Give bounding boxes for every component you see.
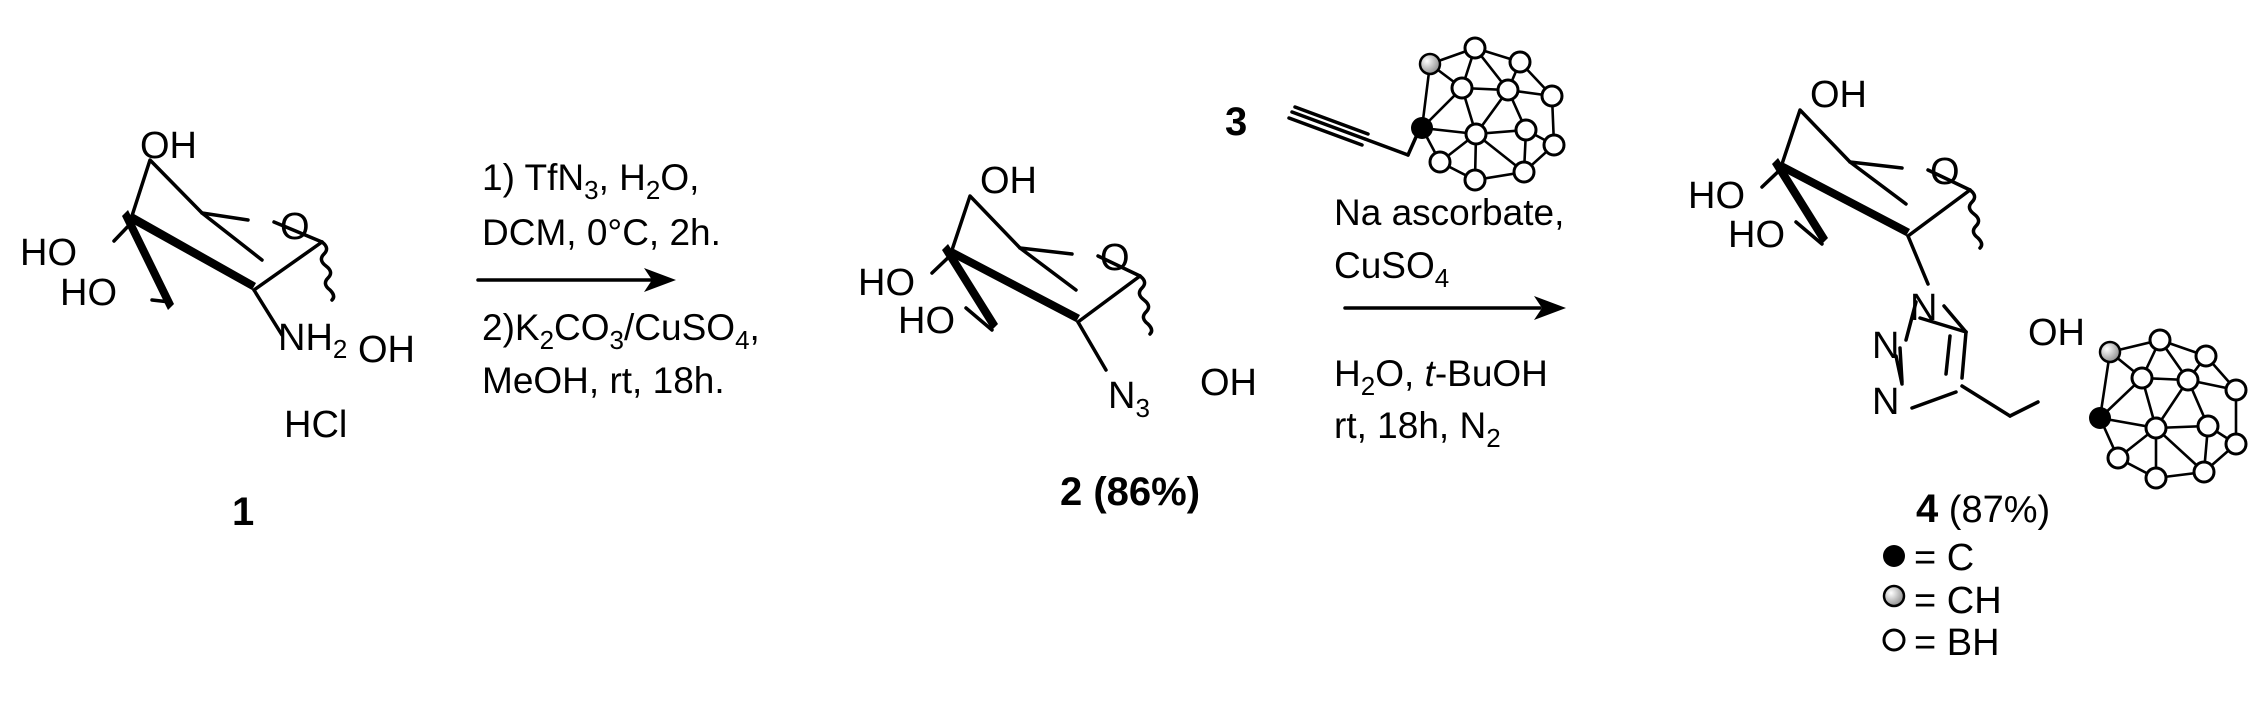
compound-2-bonds <box>930 194 1154 372</box>
c4-ho-lower-label: HO <box>1728 214 1785 256</box>
c1-ho-lower-label: HO <box>60 272 117 314</box>
carborane-bh-vertex <box>2224 432 2248 456</box>
compound-4-bonds <box>1760 108 2040 418</box>
carborane-bh-vertex <box>1428 150 1452 174</box>
reagent-3-number: 3 <box>1225 100 1247 144</box>
compound-2: OH O HO HO N3 OH 2 (86%) <box>858 160 1257 514</box>
c1-salt-label: HCl <box>284 404 347 446</box>
compound-4: OH O HO HO N N N OH <box>1688 74 2248 531</box>
compound-4-atoms: OH O HO HO N N N OH <box>1688 74 2085 423</box>
c1-ho-upper-label: HO <box>20 232 77 274</box>
compound-1-atoms: OH O HO HO NH2 OH HCl <box>20 125 415 446</box>
carborane-ch-vertex <box>1418 52 1442 76</box>
compound-1-bonds <box>112 158 336 337</box>
carborane-bh-vertex <box>2196 414 2220 438</box>
c4-n3-label: N <box>1872 381 1899 423</box>
step-1-condition-line-1: 1) TfN3, H2O, <box>482 157 699 205</box>
legend-bh-label: = BH <box>1914 622 2000 664</box>
step-2-condition-above-2: CuSO4 <box>1334 245 1449 293</box>
legend-c-label: = C <box>1914 537 1974 579</box>
c4-n2-label: N <box>1872 325 1899 367</box>
carborane-bh-vertex <box>2224 378 2248 402</box>
c1-ring-o-label: O <box>280 206 310 248</box>
legend-ch-symbol <box>1882 584 1906 608</box>
compound-4-number-label: 4 (87%) <box>1916 487 2050 531</box>
carborane-bh-vertex <box>2194 344 2218 368</box>
legend-bh-symbol <box>1882 628 1906 652</box>
step-1-condition-line-3: 2)K2CO3/CuSO4, <box>482 307 760 355</box>
carborane-bh-vertex <box>1464 122 1488 146</box>
c4-oh-anomeric-label: OH <box>2028 312 2085 354</box>
carborane-bh-vertex <box>1514 118 1538 142</box>
step-1-condition-line-2: DCM, 0°C, 2h. <box>482 212 721 253</box>
carborane-c-vertex <box>2089 407 2111 429</box>
legend-ch-label: = CH <box>1914 580 2002 622</box>
carborane-bh-vertex <box>1496 78 1520 102</box>
compound-1-number: 1 <box>232 490 254 534</box>
c1-oh-anomeric-label: OH <box>358 329 415 371</box>
step-2-arrow <box>1343 296 1566 320</box>
step-1: 1) TfN3, H2O, DCM, 0°C, 2h. 2)K2CO3/CuSO… <box>476 157 760 401</box>
compound-4-number: 4 <box>1916 487 1939 531</box>
c2-ring-o-label: O <box>1100 237 1130 279</box>
reagent-3-propargyl-bonds <box>1287 105 1422 157</box>
c4-oh-top-label: OH <box>1810 74 1867 116</box>
c4-n1-label: N <box>1910 287 1937 329</box>
c4-ring-o-label: O <box>1930 151 1960 193</box>
legend-c-symbol <box>1883 545 1905 567</box>
step-2: 3 <box>1225 36 1566 453</box>
carborane-bh-vertex <box>1542 133 1566 157</box>
carborane-bh-vertex <box>1450 76 1474 100</box>
c4-ho-upper-label: HO <box>1688 175 1745 217</box>
compound-1: OH O HO HO NH2 OH HCl 1 <box>20 125 415 534</box>
step-2-condition-below-1: H2O, t-BuOH <box>1334 353 1548 401</box>
compound-4-carborane <box>2089 328 2248 490</box>
step-1-arrow <box>476 268 676 292</box>
carborane-bh-vertex <box>1508 50 1532 74</box>
carborane-c-vertex <box>1411 117 1433 139</box>
carborane-bh-vertex <box>1512 160 1536 184</box>
c2-n3-label: N3 <box>1108 375 1150 423</box>
carborane-bh-vertex <box>2144 416 2168 440</box>
carborane-bh-vertex <box>1463 168 1487 192</box>
atom-legend: = C = CH = BH <box>1882 537 2002 664</box>
c2-ho-upper-label: HO <box>858 262 915 304</box>
step-2-condition-above-1: Na ascorbate, <box>1334 192 1564 233</box>
carborane-bh-vertex <box>2192 460 2216 484</box>
carborane-bh-vertex <box>1540 84 1564 108</box>
carborane-bh-vertex <box>2130 366 2154 390</box>
c2-oh-anomeric-label: OH <box>1200 362 1257 404</box>
compound-2-atoms: OH O HO HO N3 OH <box>858 160 1257 423</box>
carborane-bh-vertex <box>1463 36 1487 60</box>
step-2-condition-below-2: rt, 18h, N2 <box>1334 405 1501 453</box>
carborane-bh-vertex <box>2148 328 2172 352</box>
carborane-ch-vertex <box>2098 340 2122 364</box>
carborane-bh-vertex <box>2176 368 2200 392</box>
compound-4-yield: (87%) <box>1938 489 2050 531</box>
carborane-bh-vertex <box>2106 446 2130 470</box>
c2-ho-lower-label: HO <box>898 300 955 342</box>
c1-oh-top-label: OH <box>140 125 197 167</box>
c2-oh-top-label: OH <box>980 160 1037 202</box>
step-1-condition-line-4: MeOH, rt, 18h. <box>482 360 725 401</box>
reagent-3-carborane <box>1411 36 1566 192</box>
carborane-bh-vertex <box>2144 466 2168 490</box>
compound-2-number: 2 (86%) <box>1060 470 1200 514</box>
c1-nh2-label: NH2 <box>278 317 347 364</box>
